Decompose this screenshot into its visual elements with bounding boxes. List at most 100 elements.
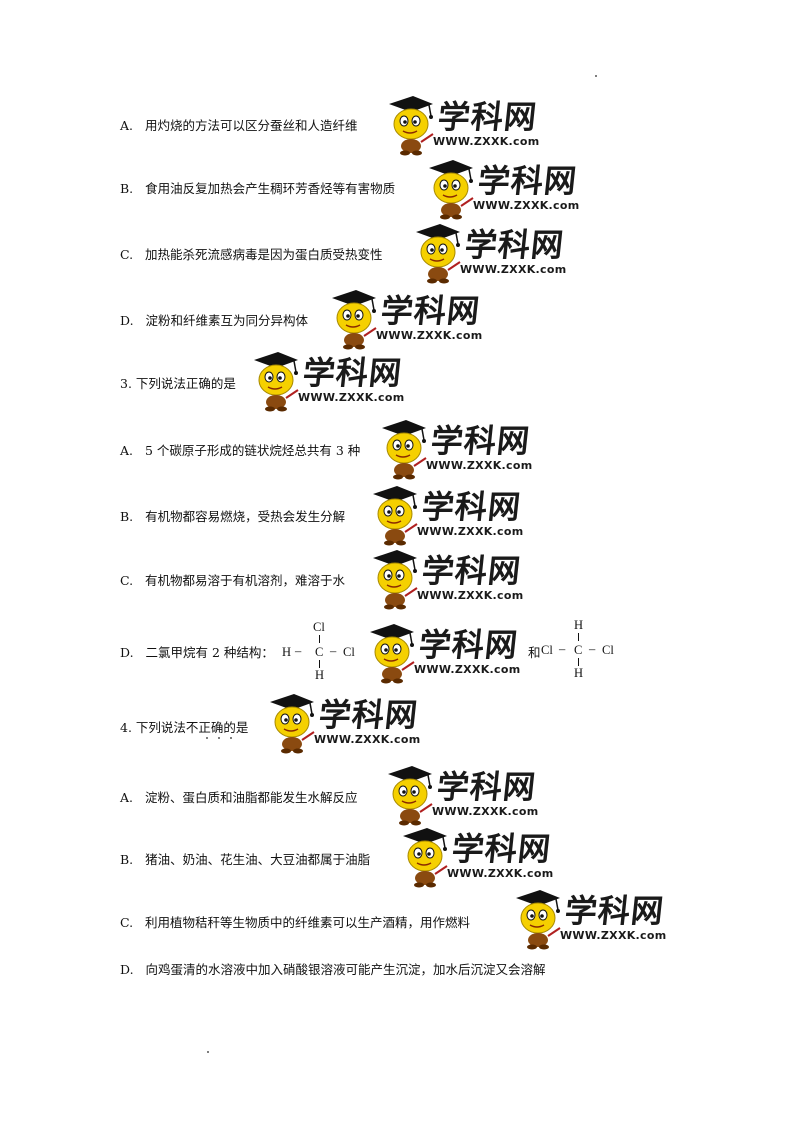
mascot-icon: [373, 486, 418, 546]
q2-option-a: A. 用灼烧的方法可以区分蚕丝和人造纤维: [120, 118, 357, 134]
dichloromethane-formula-1: Cl H – C – Cl H: [282, 620, 362, 682]
option-text: 向鸡蛋清的水溶液中加入硝酸银溶液可能产生沉淀，加水后沉淀又会溶解: [145, 962, 546, 977]
mascot-icon: [378, 418, 538, 480]
option-text: 有机物都容易燃烧，受热会发生分解: [145, 509, 346, 524]
mascot-icon: [512, 888, 672, 950]
watermark-url: WWW.ZXXK.com: [447, 867, 554, 880]
option-text: 用灼烧的方法可以区分蚕丝和人造纤维: [144, 118, 358, 133]
watermark-brand: 学科网: [417, 626, 521, 664]
watermark-brand: 学科网: [476, 162, 580, 200]
option-text: 有机物都易溶于有机溶剂，难溶于水: [145, 573, 346, 588]
mascot-icon: [270, 694, 315, 754]
q2-option-b: B. 食用油反复加热会产生稠环芳香烃等有害物质: [120, 181, 395, 197]
watermark-brand: 学科网: [463, 226, 567, 264]
formula-center-atom: C: [315, 645, 324, 659]
q3-option-b: B. 有机物都容易燃烧，受热会发生分解: [120, 509, 345, 525]
and-text: 和: [528, 645, 541, 660]
q3-option-a: A. 5 个碳原子形成的链状烷烃总共有 3 种: [120, 443, 360, 459]
option-label: D.: [120, 962, 134, 977]
watermark-url: WWW.ZXXK.com: [417, 589, 524, 602]
q4-stem: 4. 下列说法不正确的是: [120, 720, 248, 736]
watermark-url: WWW.ZXXK.com: [473, 199, 580, 212]
option-text: 猪油、奶油、花生油、大豆油都属于油脂: [145, 852, 371, 867]
mascot-icon: [369, 484, 529, 546]
q4-option-b: B. 猪油、奶油、花生油、大豆油都属于油脂: [120, 852, 370, 868]
page-speck: [207, 1051, 209, 1053]
mascot-icon: [389, 96, 434, 156]
mascot-icon: [328, 288, 488, 350]
option-label: A.: [120, 118, 134, 133]
watermark-url: WWW.ZXXK.com: [426, 459, 533, 472]
watermark-brand: 学科网: [450, 830, 554, 868]
mascot-icon: [250, 350, 410, 412]
option-text: 利用植物秸秆等生物质中的纤维素可以生产酒精，用作燃料: [145, 915, 471, 930]
option-text: 食用油反复加热会产生稠环芳香烃等有害物质: [145, 181, 396, 196]
watermark-url: WWW.ZXXK.com: [298, 391, 405, 404]
formula-top-atom: H: [574, 618, 584, 632]
formula-left-atom: Cl: [541, 643, 553, 657]
bond-top: [319, 635, 320, 643]
option-label: C.: [120, 915, 134, 930]
watermark-brand: 学科网: [420, 552, 524, 590]
watermark-url: WWW.ZXXK.com: [432, 805, 539, 818]
mascot-icon: [384, 764, 544, 826]
q4-option-a: A. 淀粉、蛋白质和油脂都能发生水解反应: [120, 790, 357, 806]
mascot-icon: [370, 624, 415, 684]
watermark-brand: 学科网: [301, 354, 405, 392]
option-label: B.: [120, 509, 134, 524]
option-label: A.: [120, 443, 134, 458]
watermark-brand: 学科网: [317, 696, 421, 734]
q2-option-d: D. 淀粉和纤维素互为同分异构体: [120, 313, 308, 329]
q3-option-c: C. 有机物都易溶于有机溶剂，难溶于水: [120, 573, 345, 589]
option-text: 5 个碳原子形成的链状烷烃总共有 3 种: [144, 443, 361, 458]
watermark-brand: 学科网: [563, 892, 667, 930]
watermark-url: WWW.ZXXK.com: [460, 263, 567, 276]
mascot-icon: [369, 548, 529, 610]
option-label: B.: [120, 181, 134, 196]
emphasis-dot: [206, 737, 208, 739]
watermark-url: WWW.ZXXK.com: [376, 329, 483, 342]
watermark-url: WWW.ZXXK.com: [314, 733, 421, 746]
emphasis-dot: [218, 737, 220, 739]
formula-right-atom: Cl: [343, 645, 355, 659]
option-text: 加热能杀死流感病毒是因为蛋白质受热变性: [145, 247, 383, 262]
mascot-icon: [382, 420, 427, 480]
option-text: 淀粉、蛋白质和油脂都能发生水解反应: [144, 790, 358, 805]
option-label: B.: [120, 852, 134, 867]
option-text: 淀粉和纤维素互为同分异构体: [145, 313, 308, 328]
bond-bottom: [319, 660, 320, 668]
mascot-icon: [403, 828, 448, 888]
emphasis-dot: [230, 737, 232, 739]
watermark-brand: 学科网: [435, 768, 539, 806]
question-stem: 4. 下列说法不正确的是: [120, 720, 249, 735]
watermark-url: WWW.ZXXK.com: [433, 135, 540, 148]
q4-option-c: C. 利用植物秸秆等生物质中的纤维素可以生产酒精，用作燃料: [120, 915, 470, 931]
question-stem: 3. 下列说法正确的是: [120, 376, 236, 391]
mascot-icon: [366, 622, 526, 684]
mascot-icon: [266, 692, 426, 754]
and-word: 和: [528, 645, 541, 661]
watermark-brand: 学科网: [429, 422, 533, 460]
formula-top-atom: Cl: [313, 620, 325, 634]
mascot-icon: [429, 160, 474, 220]
bond-right: –: [330, 644, 337, 658]
bond-left: –: [559, 642, 566, 656]
q2-option-c: C. 加热能杀死流感病毒是因为蛋白质受热变性: [120, 247, 383, 263]
mascot-icon: [254, 352, 299, 412]
bond-top: [578, 633, 579, 641]
q4-option-d: D. 向鸡蛋清的水溶液中加入硝酸银溶液可能产生沉淀，加水后沉淀又会溶解: [120, 962, 546, 978]
option-label: D.: [120, 313, 134, 328]
option-label: C.: [120, 573, 134, 588]
bond-right: –: [589, 642, 596, 656]
watermark-brand: 学科网: [436, 98, 540, 136]
option-label: D.: [120, 645, 134, 660]
option-label: C.: [120, 247, 134, 262]
